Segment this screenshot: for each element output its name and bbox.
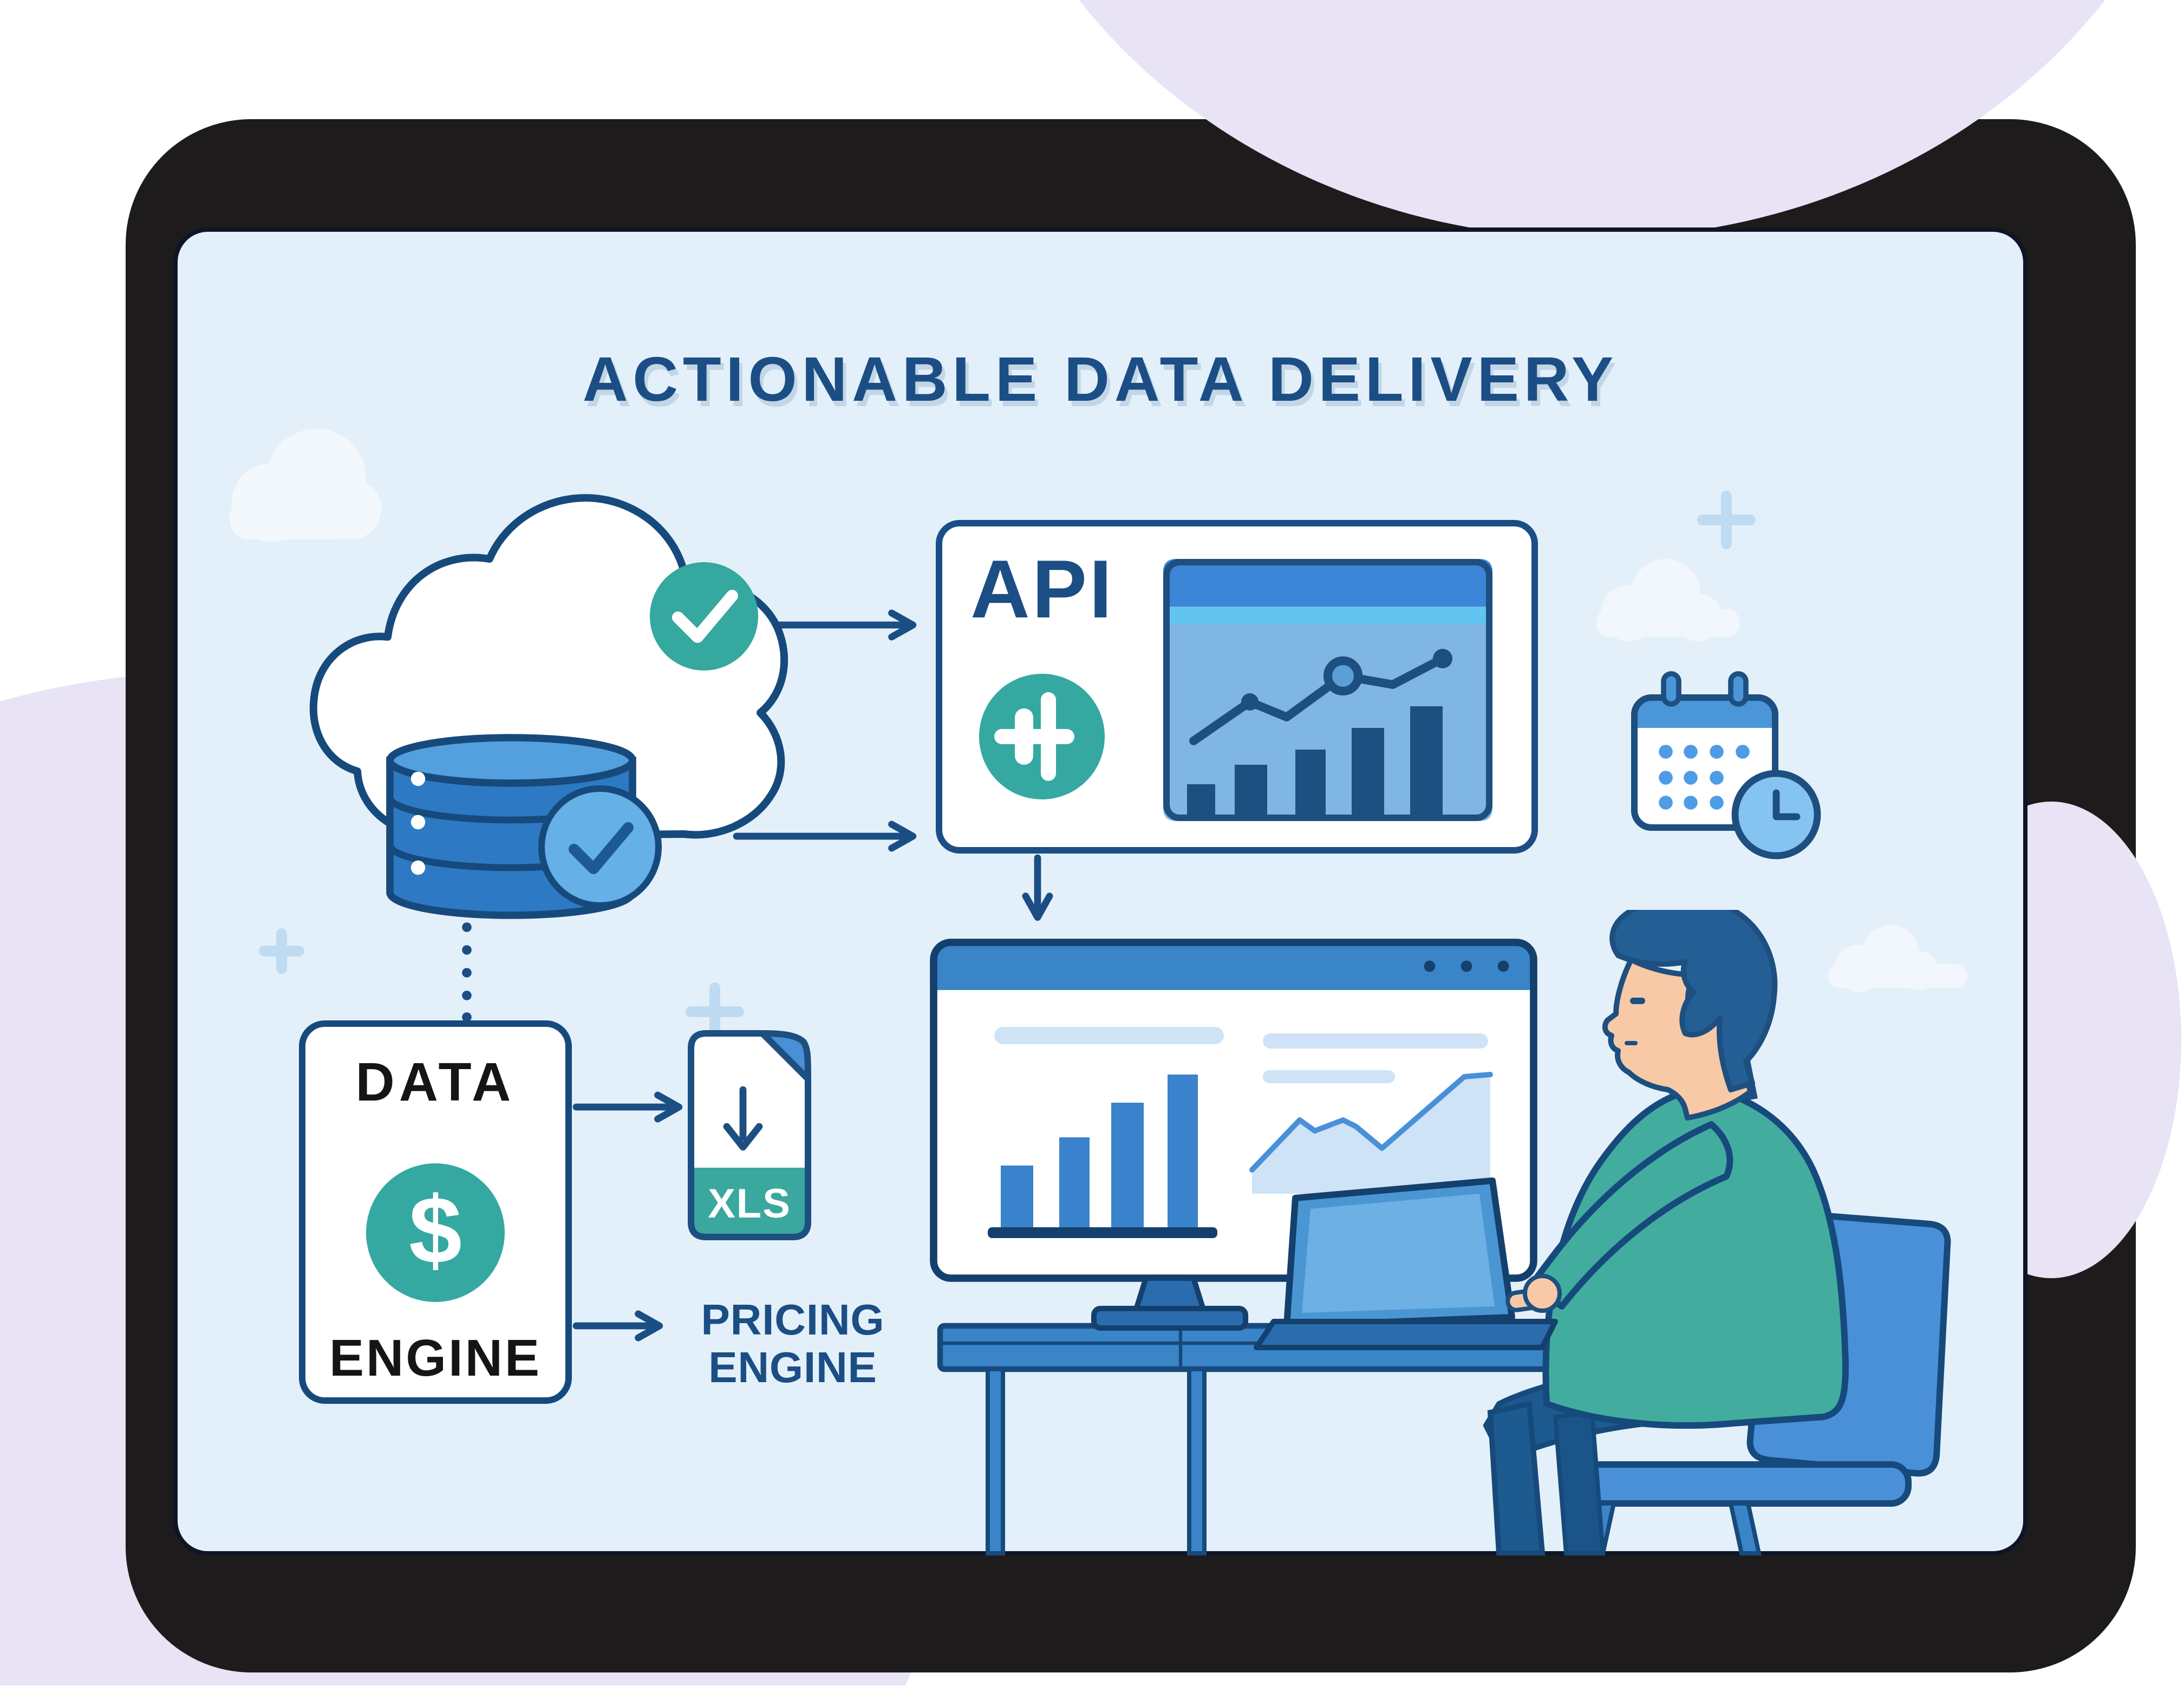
page-title: ACTIONABLE DATA DELIVERY	[582, 347, 1619, 416]
xls-file-icon: XLS	[688, 1030, 811, 1240]
api-chart-line	[1189, 649, 1452, 745]
api-plug-icon	[979, 674, 1105, 799]
background-cloud-icon	[1828, 925, 1967, 992]
pricing-engine-line2: ENGINE	[708, 1344, 877, 1392]
background-cloud-icon	[1596, 559, 1739, 641]
dashboard-bar-chart	[1001, 1075, 1198, 1228]
cloud-database-icon	[309, 494, 788, 919]
pricing-engine-line1: PRICING	[701, 1298, 885, 1345]
person-torso	[1542, 1084, 1849, 1429]
dollar-badge-icon: $	[366, 1163, 505, 1302]
laptop-illustration	[1254, 1177, 1558, 1350]
teal-checkmark-icon	[650, 562, 758, 671]
person-mouth	[1625, 1041, 1638, 1045]
person-arm	[1528, 1121, 1733, 1310]
person-eye	[1630, 998, 1645, 1004]
data-engine-top-label: DATA	[355, 1053, 516, 1114]
file-fold-corner	[759, 1030, 811, 1082]
download-arrow-icon	[723, 1086, 763, 1151]
clock-icon	[1731, 770, 1821, 860]
background-cloud-icon	[230, 429, 381, 542]
plug-glyph	[994, 692, 1074, 781]
api-chart-bars	[1187, 706, 1443, 815]
workstation-scene	[930, 910, 1951, 1555]
person-working-illustration	[1254, 910, 1849, 1555]
person-hair	[1609, 910, 1778, 1092]
person-head	[1602, 910, 1778, 1121]
monitor-stand-base	[1091, 1306, 1248, 1331]
calendar-dots	[1659, 745, 1750, 810]
plus-decoration-icon	[259, 491, 1756, 1041]
dashboard-area-chart	[1249, 1072, 1493, 1194]
dotted-connector	[462, 922, 472, 1022]
dollar-symbol: $	[409, 1179, 462, 1285]
api-label: API	[970, 546, 1114, 637]
data-engine-bottom-label: ENGINE	[329, 1330, 542, 1389]
calendar-clock-icon	[1631, 671, 1821, 860]
pricing-engine-label: PRICING ENGINE	[672, 1298, 914, 1393]
api-analytics-chart-icon	[1163, 559, 1492, 821]
data-engine-box: DATA $ ENGINE	[299, 1020, 572, 1404]
xls-label: XLS	[708, 1181, 791, 1227]
window-dots-icon	[1424, 960, 1509, 972]
person-hand	[1505, 1274, 1562, 1313]
blue-checkmark-icon	[538, 785, 662, 909]
